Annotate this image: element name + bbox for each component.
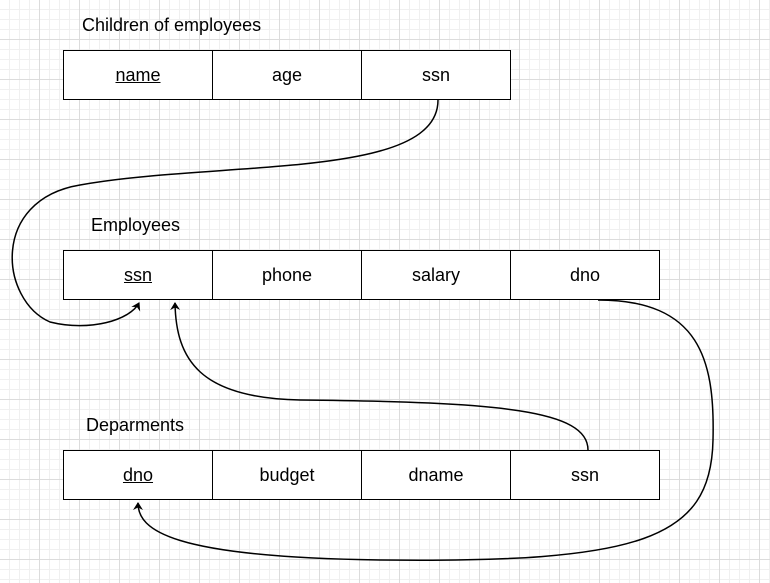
employees-column-ssn[interactable]: ssn (63, 250, 213, 300)
departments-table: dno budget dname ssn (63, 450, 660, 500)
employees-column-ssn-label: ssn (123, 264, 152, 285)
employees-column-dno-label: dno (569, 264, 601, 285)
departments-column-dname-label: dname (408, 464, 464, 485)
children-column-name-label: name (115, 64, 161, 85)
departments-column-dno[interactable]: dno (63, 450, 213, 500)
employees-column-dno[interactable]: dno (510, 250, 660, 300)
children-column-ssn-label: ssn (421, 64, 450, 85)
children-table: name age ssn (63, 50, 511, 100)
children-column-age[interactable]: age (212, 50, 362, 100)
children-column-age-label: age (271, 64, 303, 85)
arrow-departments-ssn-to-employees-ssn (170, 302, 589, 451)
departments-table-title: Deparments (86, 415, 185, 435)
departments-column-budget[interactable]: budget (212, 450, 362, 500)
employees-table: ssn phone salary dno (63, 250, 660, 300)
departments-column-dno-label: dno (122, 464, 154, 485)
employees-column-salary[interactable]: salary (361, 250, 511, 300)
departments-column-budget-label: budget (259, 464, 315, 485)
departments-column-ssn[interactable]: ssn (510, 450, 660, 500)
employees-column-phone[interactable]: phone (212, 250, 362, 300)
arrow-employees-dno-to-departments-dno (133, 299, 714, 561)
children-table-title: Children of employees (82, 15, 262, 35)
departments-column-ssn-label: ssn (570, 464, 599, 485)
children-column-ssn[interactable]: ssn (361, 50, 511, 100)
employees-column-salary-label: salary (411, 264, 460, 285)
children-column-name[interactable]: name (63, 50, 213, 100)
employees-column-phone-label: phone (261, 264, 313, 285)
departments-column-dname[interactable]: dname (361, 450, 511, 500)
employees-table-title: Employees (91, 215, 181, 235)
